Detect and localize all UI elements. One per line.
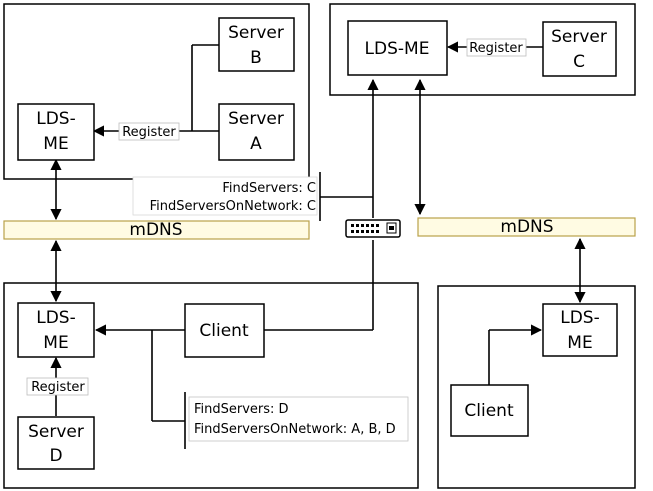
server-a: Server A	[218, 103, 295, 161]
mdns-bar-right: mDNS	[417, 217, 636, 237]
svg-text:ME: ME	[43, 134, 68, 154]
svg-text:Client: Client	[464, 401, 514, 421]
svg-text:FindServersOnNetwork: A, B, D: FindServersOnNetwork: A, B, D	[194, 422, 396, 437]
svg-text:Register: Register	[122, 125, 176, 140]
find-servers-query-top: FindServers: C FindServersOnNetwork: C	[132, 176, 318, 216]
svg-text:Server: Server	[551, 27, 607, 47]
server-d: Server D	[17, 416, 95, 470]
svg-text:ME: ME	[43, 333, 68, 353]
connectors	[50, 41, 586, 449]
svg-text:Server: Server	[28, 422, 84, 442]
find-servers-query-bottom: FindServers: D FindServersOnNetwork: A, …	[188, 396, 409, 442]
register-tag-top-left: Register	[118, 122, 180, 141]
mdns-right-label: mDNS	[500, 217, 553, 237]
svg-text:Register: Register	[469, 41, 523, 56]
svg-text:B: B	[250, 48, 262, 68]
lds-me-top-left: LDS- ME	[17, 103, 95, 161]
svg-text:C: C	[573, 52, 585, 72]
svg-text:Client: Client	[199, 321, 249, 341]
network-switch-icon	[345, 219, 401, 238]
svg-text:Server: Server	[228, 109, 284, 129]
lds-me-top-right: LDS-ME	[347, 20, 448, 76]
client-bottom-right: Client	[450, 384, 529, 437]
svg-text:Server: Server	[228, 23, 284, 43]
server-b: Server B	[218, 17, 295, 72]
svg-text:ME: ME	[567, 333, 592, 353]
svg-text:LDS-: LDS-	[36, 109, 76, 129]
svg-text:FindServers: C: FindServers: C	[222, 181, 316, 196]
mdns-left-label: mDNS	[129, 220, 182, 240]
mdns-bar-left: mDNS	[3, 220, 310, 240]
client-bottom-left: Client	[184, 303, 265, 358]
svg-text:FindServers: D: FindServers: D	[194, 402, 289, 417]
svg-text:D: D	[49, 446, 62, 466]
lds-me-bottom-right: LDS- ME	[542, 303, 618, 357]
svg-text:LDS-ME: LDS-ME	[365, 39, 430, 59]
register-tag-bottom-left: Register	[26, 377, 89, 396]
lds-me-bottom-left: LDS- ME	[17, 302, 95, 358]
svg-text:A: A	[250, 134, 262, 154]
svg-text:LDS-: LDS-	[560, 308, 600, 328]
svg-text:LDS-: LDS-	[36, 308, 76, 328]
register-tag-top-right: Register	[466, 38, 527, 57]
svg-text:Register: Register	[31, 380, 85, 395]
server-c: Server C	[542, 21, 617, 77]
svg-text:FindServersOnNetwork: C: FindServersOnNetwork: C	[150, 199, 316, 214]
